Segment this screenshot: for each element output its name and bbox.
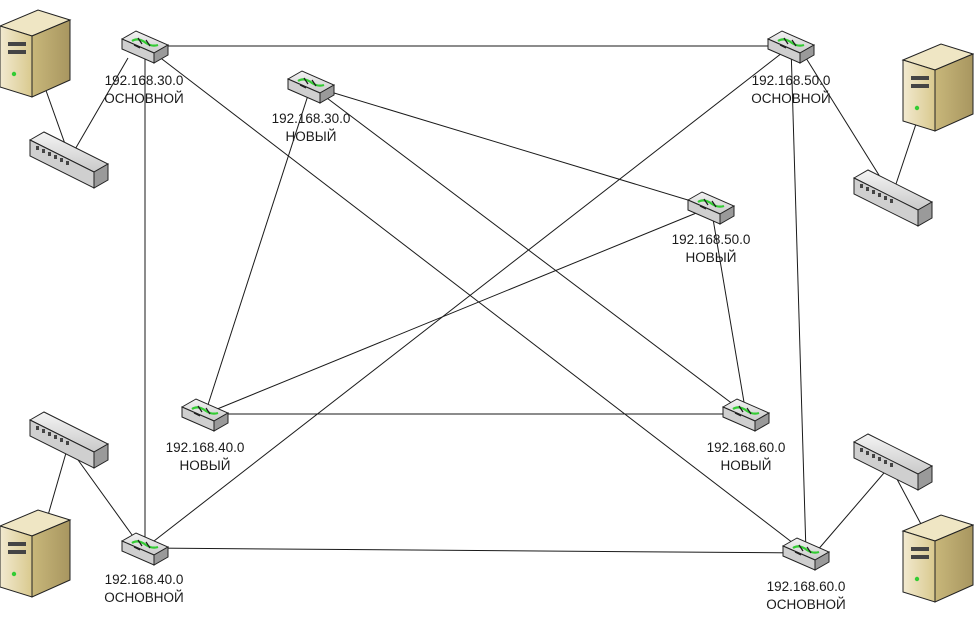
links-layer <box>144 45 807 554</box>
label-r60-new: 192.168.60.0 НОВЫЙ <box>707 439 786 475</box>
cable-bl-switch-router <box>67 445 141 547</box>
router-r40-new <box>180 398 230 432</box>
link-r30_main-r60_main <box>144 45 807 554</box>
router-r60-main <box>781 537 831 571</box>
router-ip: 192.168.30.0 <box>104 73 184 88</box>
switch-icon <box>28 131 110 189</box>
router-tag: НОВЫЙ <box>285 129 337 144</box>
server-top-right <box>901 43 974 132</box>
link-r50_main-r40_main <box>144 45 792 549</box>
label-r50-main: 192.168.50.0 ОСНОВНОЙ <box>751 72 830 108</box>
cable-tr-server-switch <box>891 111 921 197</box>
link-r30_new-r50_new <box>310 85 712 208</box>
link-r30_new-r40_new <box>204 85 312 415</box>
label-r30-main: 192.168.30.0 ОСНОВНОЙ <box>104 72 183 108</box>
link-r40_main-r60_main <box>144 547 807 554</box>
router-tag: НОВЫЙ <box>685 250 737 265</box>
label-r40-new: 192.168.40.0 НОВЫЙ <box>166 439 245 475</box>
router-tag: НОВЫЙ <box>720 458 772 473</box>
label-r40-main: 192.168.40.0 ОСНОВНОЙ <box>104 571 183 607</box>
switch-top-right <box>852 169 934 227</box>
switch-bottom-right <box>852 433 934 491</box>
router-ip: 192.168.50.0 <box>751 73 831 88</box>
router-ip: 192.168.50.0 <box>671 232 751 247</box>
router-r60-new <box>721 398 771 432</box>
cable-tr-switch-router <box>805 57 893 197</box>
server-bottom-right <box>901 514 974 603</box>
switch-icon <box>852 433 934 491</box>
link-r50_new-r60_new <box>710 206 747 415</box>
router-tag: ОСНОВНОЙ <box>766 597 846 612</box>
switch-icon <box>28 411 110 469</box>
router-tag: ОСНОВНОЙ <box>104 91 184 106</box>
link-r30_new-r60_new <box>310 85 747 415</box>
label-r60-main: 192.168.60.0 ОСНОВНОЙ <box>766 578 845 614</box>
server-icon <box>901 514 974 603</box>
routers-layer <box>120 30 831 571</box>
cable-tl-switch-router <box>69 57 129 159</box>
switch-icon <box>852 169 934 227</box>
router-tag: ОСНОВНОЙ <box>751 91 831 106</box>
label-r50-new: 192.168.50.0 НОВЫЙ <box>672 231 751 267</box>
router-tag: ОСНОВНОЙ <box>104 590 184 605</box>
router-ip: 192.168.60.0 <box>706 440 786 455</box>
router-ip: 192.168.30.0 <box>271 111 351 126</box>
server-icon <box>901 43 974 132</box>
server-icon <box>0 9 72 98</box>
link-r50_new-r40_new <box>204 206 712 415</box>
router-r40-main <box>120 532 170 566</box>
router-r50-main <box>766 30 816 64</box>
link-r50_main-r60_main <box>790 45 807 554</box>
switch-top-left <box>28 131 110 189</box>
router-r30-new <box>286 70 336 104</box>
router-ip: 192.168.40.0 <box>165 440 245 455</box>
cable-br-switch-router <box>815 465 891 553</box>
server-icon <box>0 509 72 598</box>
server-top-left <box>0 9 72 98</box>
switch-bottom-left <box>28 411 110 469</box>
router-ip: 192.168.60.0 <box>766 579 846 594</box>
label-r30-new: 192.168.30.0 НОВЫЙ <box>272 110 351 146</box>
server-bottom-left <box>0 509 72 598</box>
lan-cables <box>37 57 939 557</box>
router-r50-new <box>686 191 736 225</box>
router-tag: НОВЫЙ <box>179 458 231 473</box>
router-ip: 192.168.40.0 <box>104 572 184 587</box>
router-r30-main <box>120 30 170 64</box>
